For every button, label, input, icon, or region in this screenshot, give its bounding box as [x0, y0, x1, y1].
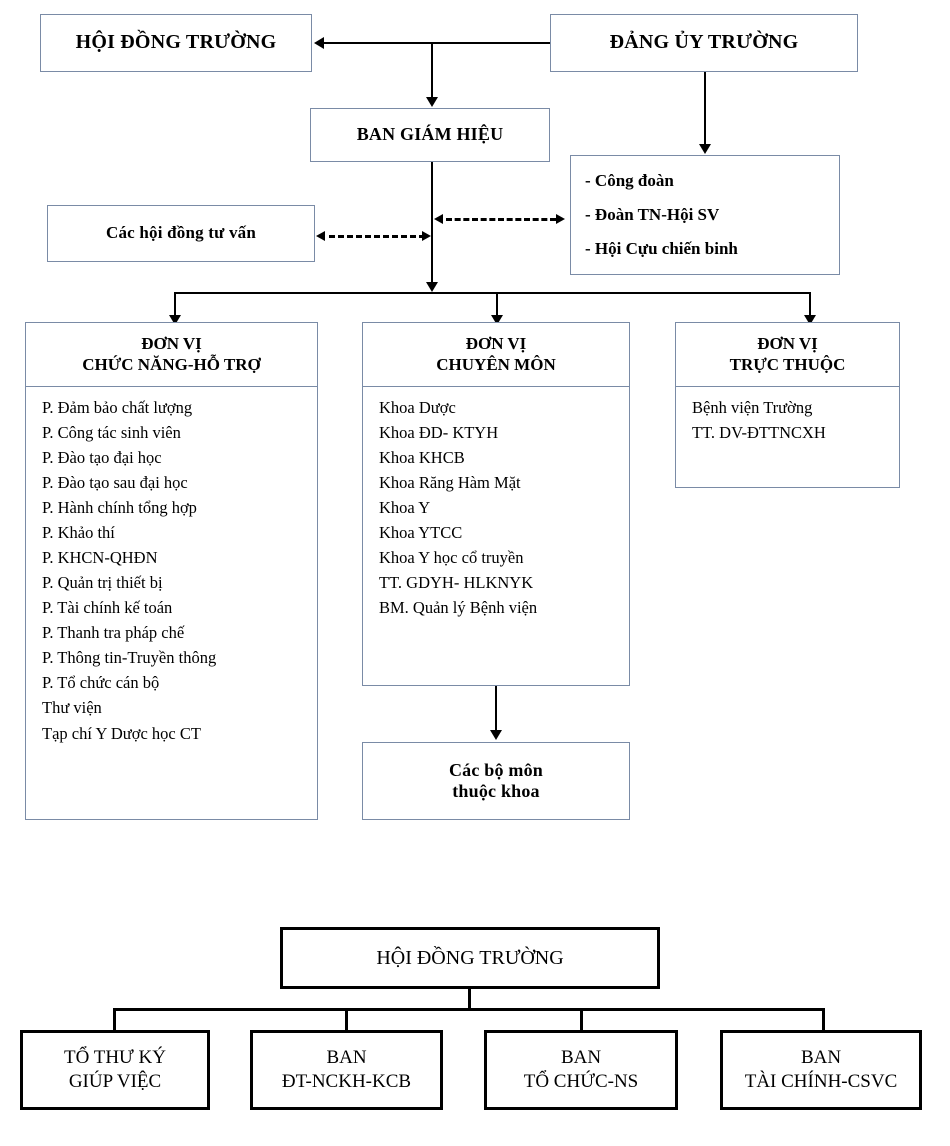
column-chuyen-mon: ĐƠN VỊ CHUYÊN MÔN Khoa Dược Khoa ĐD- KTY… — [362, 322, 630, 686]
mass-org-item: - Công đoàn — [585, 170, 674, 190]
column-header-line2: CHỨC NĂNG-HỖ TRỢ — [82, 355, 261, 375]
list-item: Tạp chí Y Dược học CT — [42, 723, 201, 743]
list-item: P. Công tác sinh viên — [42, 422, 181, 442]
list-item: Khoa Răng Hàm Mặt — [379, 472, 521, 492]
arrowhead-right-icon — [422, 231, 431, 241]
list-item: BM. Quản lý Bệnh viện — [379, 598, 538, 618]
connector-drop-4 — [822, 1008, 825, 1032]
box-ban-tai-chinh-csvc: BAN TÀI CHÍNH-CSVC — [720, 1030, 922, 1110]
connector-to-departments — [495, 686, 497, 732]
column-body: P. Đảm bảo chất lượng P. Công tác sinh v… — [26, 387, 317, 820]
column-body: Khoa Dược Khoa ĐD- KTYH Khoa KHCB Khoa R… — [363, 387, 629, 686]
list-item: P. Đảm bảo chất lượng — [42, 397, 193, 417]
list-item: Khoa Dược — [379, 397, 456, 417]
list-item: P. Tài chính kế toán — [42, 598, 173, 618]
list-item: Khoa Y — [379, 497, 431, 517]
list-item: P. Khảo thí — [42, 522, 115, 542]
box-cac-hoi-dong-tu-van: Các hội đồng tư vấn — [47, 205, 315, 262]
arrowhead-right-icon — [556, 214, 565, 224]
arrowhead-down-icon — [699, 144, 711, 154]
column-header: ĐƠN VỊ CHỨC NĂNG-HỖ TRỢ — [26, 323, 317, 387]
column-header: ĐƠN VỊ CHUYÊN MÔN — [363, 323, 629, 387]
list-item: Khoa ĐD- KTYH — [379, 422, 499, 442]
connector-bus-bottom — [113, 1008, 825, 1011]
box-label-line2: ĐT-NCKH-KCB — [281, 1071, 412, 1092]
box-label-line1: BAN — [326, 1047, 367, 1069]
connector-party-to-mass-orgs — [704, 72, 706, 145]
box-label-line1: BAN — [560, 1047, 602, 1069]
connector-branch-left — [174, 292, 176, 318]
arrowhead-down-icon — [169, 315, 181, 325]
box-label-line2: TÀI CHÍNH-CSVC — [744, 1071, 898, 1092]
mass-org-item: - Đoàn TN-Hội SV — [585, 204, 720, 224]
box-hoi-dong-truong-bottom: HỘI ĐỒNG TRƯỜNG — [280, 927, 660, 989]
box-label-line1: TỔ THƯ KÝ — [64, 1047, 166, 1069]
box-hoi-dong-truong-top: HỘI ĐỒNG TRƯỜNG — [40, 14, 312, 72]
list-item: P. Quản trị thiết bị — [42, 573, 163, 593]
column-header-line1: ĐƠN VỊ — [465, 334, 527, 353]
list-item: P. Tổ chức cán bộ — [42, 673, 160, 693]
column-chuc-nang-ho-tro: ĐƠN VỊ CHỨC NĂNG-HỖ TRỢ P. Đảm bảo chất … — [25, 322, 318, 820]
box-label-line2: thuộc khoa — [452, 781, 540, 801]
connector-drop-2 — [345, 1008, 348, 1032]
list-item: Thư viện — [42, 698, 102, 718]
box-dang-uy-truong: ĐẢNG ỦY TRƯỜNG — [550, 14, 858, 72]
connector-root-stem — [468, 989, 471, 1011]
box-label-line2: TỔ CHỨC-NS — [523, 1071, 639, 1092]
box-ban-giam-hieu: BAN GIÁM HIỆU — [310, 108, 550, 162]
dashed-link-advisory — [329, 235, 425, 238]
arrowhead-down-icon — [426, 97, 438, 107]
connector-drop-3 — [580, 1008, 583, 1032]
box-label: HỘI ĐỒNG TRƯỜNG — [75, 31, 277, 54]
box-label-line1: Các bộ môn — [448, 759, 543, 780]
list-item: P. KHCN-QHĐN — [42, 547, 158, 567]
list-item: P. Hành chính tổng hợp — [42, 497, 197, 517]
box-label: ĐẢNG ỦY TRƯỜNG — [609, 31, 799, 54]
box-ban-dt-nckh-kcb: BAN ĐT-NCKH-KCB — [250, 1030, 443, 1110]
list-item: Khoa Y học cổ truyền — [379, 547, 524, 567]
column-header-line1: ĐƠN VỊ — [141, 334, 202, 353]
arrowhead-down-icon — [490, 730, 502, 740]
column-body: Bệnh viện Trường TT. DV-ĐTTNCXH — [676, 387, 899, 488]
box-ban-to-chuc-ns: BAN TỔ CHỨC-NS — [484, 1030, 678, 1110]
list-item: Khoa YTCC — [379, 522, 463, 542]
list-item: P. Đào tạo đại học — [42, 447, 162, 467]
box-label: HỘI ĐỒNG TRƯỜNG — [376, 947, 564, 969]
arrowhead-left-icon — [314, 37, 324, 49]
column-header-line2: CHUYÊN MÔN — [436, 355, 556, 375]
list-item: P. Thông tin-Truyền thông — [42, 648, 217, 668]
column-header-line2: TRỰC THUỘC — [729, 355, 846, 375]
connector-to-board — [431, 42, 433, 98]
arrowhead-down-icon — [491, 315, 503, 325]
arrowhead-left-icon — [316, 231, 325, 241]
column-header-line1: ĐƠN VỊ — [757, 334, 818, 353]
box-label: Các hội đồng tư vấn — [105, 223, 257, 243]
list-item: TT. GDYH- HLKNYK — [379, 573, 534, 593]
connector-bus-three-columns — [174, 292, 811, 294]
box-label-line1: BAN — [800, 1047, 842, 1069]
box-cac-bo-mon-thuoc-khoa: Các bộ môn thuộc khoa — [362, 742, 630, 820]
box-to-thu-ky-giup-viec: TỔ THƯ KÝ GIÚP VIỆC — [20, 1030, 210, 1110]
list-item: P. Thanh tra pháp chế — [42, 623, 185, 643]
list-item: Bệnh viện Trường — [692, 397, 813, 417]
box-label-line2: GIÚP VIỆC — [68, 1071, 162, 1092]
arrowhead-down-icon — [804, 315, 816, 325]
column-header: ĐƠN VỊ TRỰC THUỘC — [676, 323, 899, 387]
mass-org-item: - Hội Cựu chiến binh — [585, 238, 738, 258]
connector-drop-1 — [113, 1008, 116, 1032]
dashed-link-mass-orgs — [446, 218, 556, 221]
box-label: BAN GIÁM HIỆU — [356, 124, 504, 145]
list-item: TT. DV-ĐTTNCXH — [692, 422, 826, 442]
box-mass-organizations: - Công đoàn - Đoàn TN-Hội SV - Hội Cựu c… — [570, 155, 840, 275]
connector-branch-right — [809, 292, 811, 318]
arrowhead-left-icon — [434, 214, 443, 224]
list-item: P. Đào tạo sau đại học — [42, 472, 188, 492]
connector-branch-middle — [496, 292, 498, 318]
list-item: Khoa KHCB — [379, 447, 465, 467]
column-truc-thuoc: ĐƠN VỊ TRỰC THUỘC Bệnh viện Trường TT. D… — [675, 322, 900, 488]
connector-party-to-council — [324, 42, 550, 44]
connector-board-spine — [431, 162, 433, 284]
arrowhead-down-icon — [426, 282, 438, 292]
